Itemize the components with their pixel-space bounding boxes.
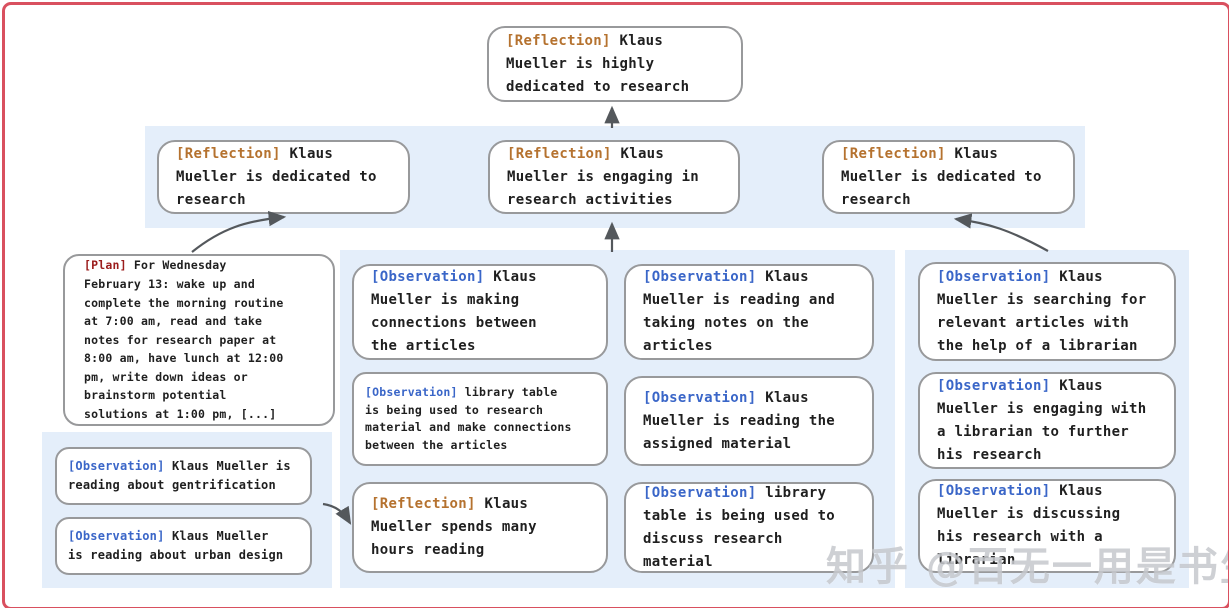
reflection-tag: [Reflection]	[841, 145, 946, 162]
plan-tag: [Plan]	[84, 258, 127, 273]
node-obs-urban-design: [Observation] Klaus Mueller is reading a…	[55, 517, 312, 575]
observation-tag: [Observation]	[643, 269, 757, 285]
observation-tag: [Observation]	[643, 389, 757, 406]
node-reflection-hours-reading: [Reflection] Klaus Mueller spends many h…	[352, 482, 608, 573]
node-text: Klaus Mueller is dedicated to research	[176, 145, 377, 208]
observation-tag: [Observation]	[937, 377, 1051, 394]
observation-tag: [Observation]	[937, 268, 1051, 285]
reflection-tag: [Reflection]	[506, 32, 611, 49]
observation-tag: [Observation]	[371, 269, 485, 285]
observation-tag: [Observation]	[937, 483, 1051, 499]
node-text: Klaus Mueller is discussing his research…	[937, 483, 1121, 568]
observation-tag: [Observation]	[365, 385, 458, 399]
reflection-tag: [Reflection]	[507, 145, 612, 162]
node-text: Klaus Mueller is engaging in research ac…	[507, 145, 700, 208]
node-obs-searching-articles: [Observation] Klaus Mueller is searching…	[918, 262, 1176, 361]
node-text: For Wednesday February 13: wake up and c…	[84, 258, 284, 422]
observation-tag: [Observation]	[68, 459, 165, 473]
observation-tag: [Observation]	[68, 529, 165, 543]
node-text: library table is being used to research …	[365, 385, 572, 452]
node-obs-discussing-librarian: [Observation] Klaus Mueller is discussin…	[918, 479, 1176, 573]
node-reflection-right: [Reflection] Klaus Mueller is dedicated …	[822, 140, 1075, 214]
reflection-tag: [Reflection]	[176, 145, 281, 162]
node-obs-taking-notes: [Observation] Klaus Mueller is reading a…	[624, 264, 874, 360]
node-text: Klaus Mueller is reading about gentrific…	[68, 459, 291, 492]
node-plan: [Plan] For Wednesday February 13: wake u…	[63, 254, 335, 426]
node-obs-library-table-research: [Observation] library table is being use…	[352, 372, 608, 466]
node-reflection-left: [Reflection] Klaus Mueller is dedicated …	[157, 140, 410, 214]
node-text: Klaus Mueller is reading the assigned ma…	[643, 389, 836, 452]
node-text: Klaus Mueller spends many hours reading	[371, 496, 537, 558]
node-root-reflection: [Reflection] Klaus Mueller is highly ded…	[487, 26, 743, 102]
node-text: Klaus Mueller is reading about urban des…	[68, 529, 284, 562]
zhihu-watermark: 知乎 @百无一用是书生	[826, 544, 1229, 590]
node-text: Klaus Mueller is making connections betw…	[371, 269, 537, 354]
node-reflection-center: [Reflection] Klaus Mueller is engaging i…	[488, 140, 740, 214]
node-text: Klaus Mueller is reading and taking note…	[643, 269, 836, 354]
node-text: Klaus Mueller is engaging with a librari…	[937, 377, 1147, 463]
node-obs-assigned-material: [Observation] Klaus Mueller is reading t…	[624, 376, 874, 466]
reflection-tag: [Reflection]	[371, 496, 476, 512]
node-obs-library-table-discuss: [Observation] library table is being use…	[624, 482, 874, 573]
node-obs-engaging-librarian: [Observation] Klaus Mueller is engaging …	[918, 372, 1176, 469]
node-text: Klaus Mueller is dedicated to research	[841, 145, 1042, 208]
observation-tag: [Observation]	[643, 484, 757, 501]
node-text: library table is being used to discuss r…	[643, 484, 836, 570]
node-obs-gentrification: [Observation] Klaus Mueller is reading a…	[55, 447, 312, 505]
node-text: Klaus Mueller is searching for relevant …	[937, 268, 1147, 354]
node-obs-making-connections: [Observation] Klaus Mueller is making co…	[352, 264, 608, 360]
node-text: Klaus Mueller is highly dedicated to res…	[506, 32, 690, 95]
